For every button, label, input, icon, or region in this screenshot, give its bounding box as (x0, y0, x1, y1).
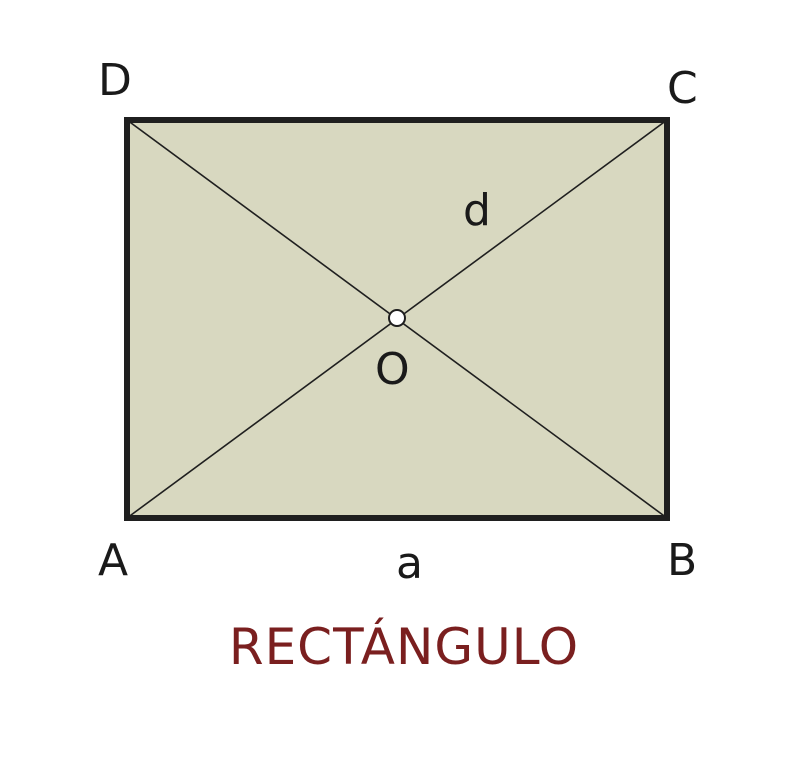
vertex-label-d: D (98, 55, 132, 106)
vertex-label-c: C (667, 63, 698, 114)
diagonal-label: d (463, 185, 491, 236)
vertex-label-a: A (98, 535, 128, 586)
figure-caption: RECTÁNGULO (229, 617, 579, 676)
vertex-label-b: B (667, 535, 697, 586)
center-label: O (375, 344, 410, 395)
center-point (388, 309, 406, 327)
side-label: a (396, 538, 423, 589)
